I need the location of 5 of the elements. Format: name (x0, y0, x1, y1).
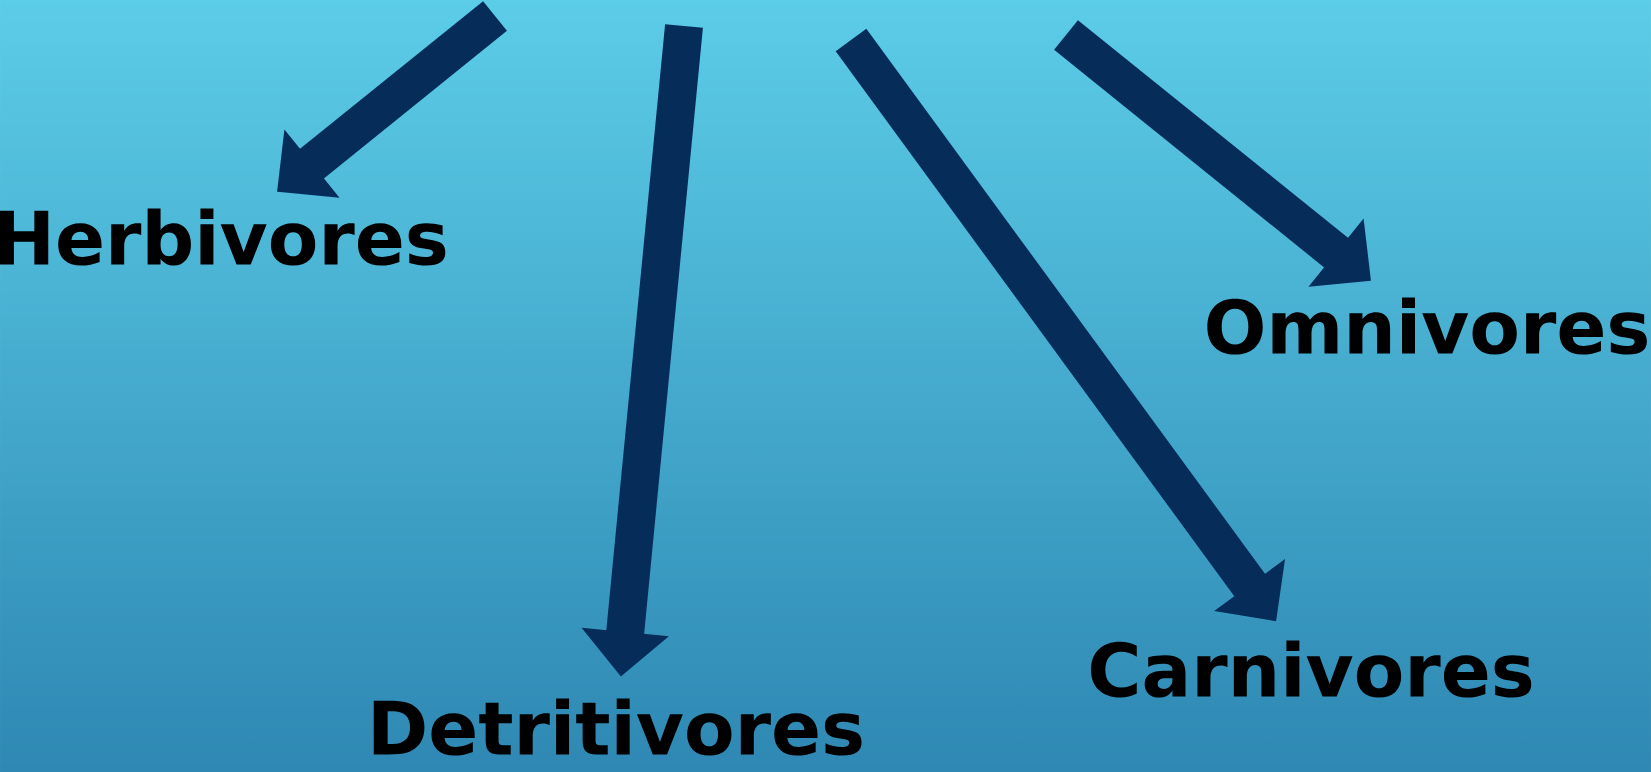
node-label: Omnivores (1207, 297, 1647, 355)
node-label: Carnivores (1091, 640, 1532, 698)
node-label: Herbivores (0, 208, 446, 266)
node-label: Detritivores (373, 698, 862, 756)
arrow (277, 1, 507, 198)
